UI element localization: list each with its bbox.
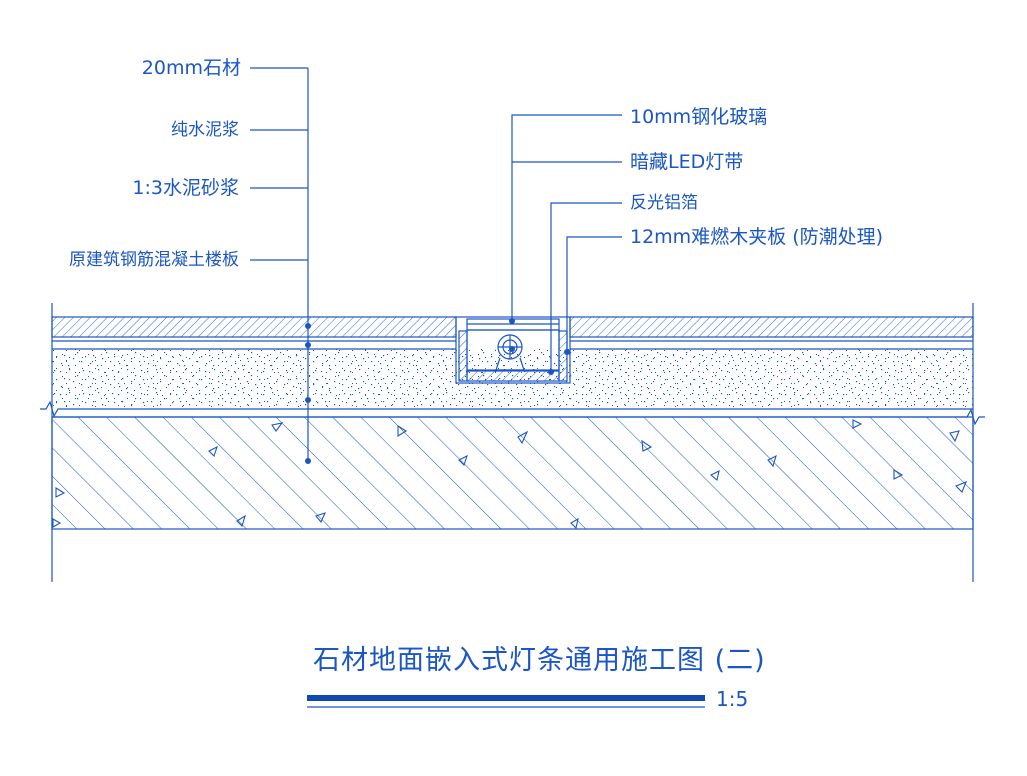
label-led: 暗藏LED灯带: [630, 151, 744, 173]
title-underline-thick: [307, 695, 705, 701]
label-slab: 原建筑钢筋混凝土楼板: [69, 250, 239, 270]
drawing-scale: 1:5: [716, 687, 749, 711]
concrete-slab: [51, 416, 974, 530]
label-slurry: 纯水泥浆: [171, 120, 239, 140]
label-stone: 20mm石材: [141, 57, 241, 79]
left-leaders: [250, 67, 309, 461]
label-board: 12mm难燃木夹板 (防潮处理): [630, 226, 884, 248]
stone-layer: [51, 316, 974, 338]
drawing-title: 石材地面嵌入式灯条通用施工图 (二): [313, 645, 766, 676]
label-foil: 反光铝箔: [630, 193, 698, 213]
label-mortar: 1:3水泥砂浆: [132, 177, 239, 199]
light-channel: [455, 316, 571, 384]
right-leaders: [511, 114, 622, 372]
right-leader-dots: [509, 318, 570, 375]
label-glass: 10mm钢化玻璃: [630, 106, 768, 128]
left-leader-dots: [305, 323, 311, 464]
